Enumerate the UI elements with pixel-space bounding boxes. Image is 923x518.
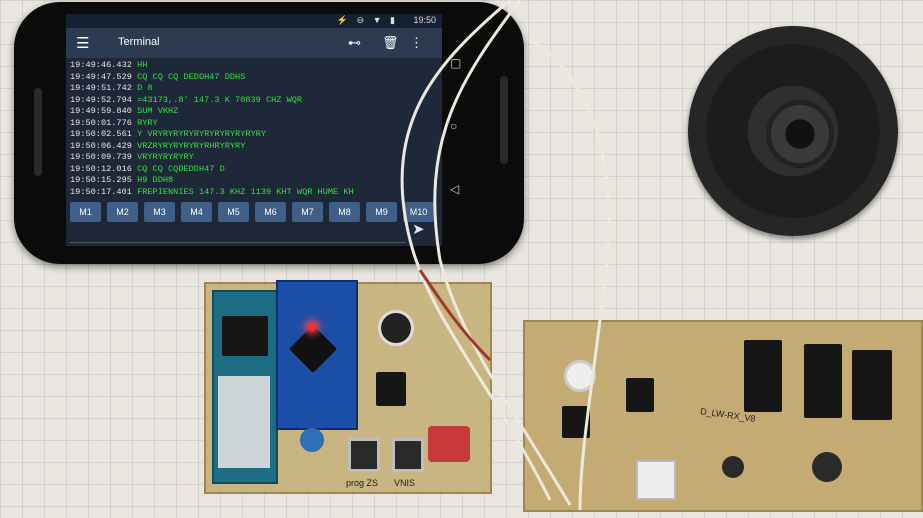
terminal-log: 19:49:46.432 HH 19:49:47.529 CQ CQ CQ DE…	[70, 60, 430, 198]
send-icon[interactable]: ➤	[412, 221, 425, 238]
back-icon[interactable]: ◁	[450, 182, 460, 196]
speaker-grille-left	[34, 88, 42, 176]
macro-key-m6[interactable]: M6	[255, 202, 286, 222]
button-label-left: prog ZS	[346, 478, 379, 488]
bluetooth-module	[218, 376, 270, 468]
ic-chip	[804, 344, 842, 418]
status-time: 19:50	[413, 15, 436, 25]
log-line: 19:49:46.432 HH	[70, 60, 148, 70]
status-bar: ⚡ ⊖ ▼ ▮ 19:50	[66, 14, 442, 28]
app-bar: ☰ Terminal ⊷ 🗑 ⋮	[66, 28, 442, 58]
ic-chip	[744, 340, 782, 412]
log-line: 19:50:02.561 Y VRYRYRYRYRYRYRYRYRYRYRY	[70, 129, 266, 139]
terminal-block	[428, 426, 470, 462]
overview-icon[interactable]: ▢	[450, 56, 462, 70]
log-line: 19:49:47.529 CQ CQ CQ DEDDH47 DDHS	[70, 71, 246, 82]
cables	[400, 0, 611, 511]
app-title: Terminal	[118, 36, 160, 48]
push-button-left	[348, 438, 380, 472]
phone-screen: ⚡ ⊖ ▼ ▮ 19:50 ☰ Terminal ⊷ 🗑 ⋮ 19:49:46.…	[66, 14, 442, 246]
capacitor	[812, 452, 842, 482]
macro-key-m10[interactable]: M10	[403, 202, 434, 222]
ic-chip	[626, 378, 654, 412]
plug-icon[interactable]: ⊷	[348, 35, 361, 50]
smartphone: ⚡ ⊖ ▼ ▮ 19:50 ☰ Terminal ⊷ 🗑 ⋮ 19:49:46.…	[14, 2, 524, 264]
message-input[interactable]	[70, 228, 406, 243]
log-line: 19:50:15.295 H9 DDH8	[70, 175, 174, 185]
macro-key-m2[interactable]: M2	[107, 202, 138, 222]
capacitor	[722, 456, 744, 478]
menu-icon[interactable]: ☰	[76, 35, 90, 52]
macro-key-m7[interactable]: M7	[292, 202, 323, 222]
push-button-right	[392, 438, 424, 472]
macro-key-m5[interactable]: M5	[218, 202, 249, 222]
log-line: 19:49:59.840 SUM VKHZ	[70, 106, 179, 116]
log-line: 19:50:09.739 VRYRYRYRYRY	[70, 152, 194, 162]
log-line: 19:50:01.776 RYRY	[70, 117, 158, 128]
tuning-pot	[636, 460, 676, 500]
macro-key-m9[interactable]: M9	[366, 202, 397, 222]
macro-key-m4[interactable]: M4	[181, 202, 212, 222]
macro-key-m3[interactable]: M3	[144, 202, 175, 222]
home-icon[interactable]: ○	[450, 119, 458, 133]
macro-key-m1[interactable]: M1	[70, 202, 101, 222]
power-led	[308, 323, 316, 331]
trimmer-pot	[378, 310, 414, 346]
capacitor	[300, 428, 324, 452]
ic-chip	[852, 350, 892, 420]
status-icons: ⚡ ⊖ ▼ ▮	[336, 15, 398, 25]
more-icon[interactable]: ⋮	[410, 35, 423, 50]
speaker-magnet	[766, 100, 834, 168]
log-line: 19:49:52.794 =43173,.8' 147.3 K 70839 CH…	[70, 94, 303, 105]
log-line: 19:50:12.016 CQ CQ CQDEDDH47 D	[70, 163, 225, 174]
macro-key-m8[interactable]: M8	[329, 202, 360, 222]
trash-icon[interactable]: 🗑	[382, 35, 399, 50]
speaker-grille-right	[500, 76, 508, 164]
ic-chip	[376, 372, 406, 406]
header-connector	[222, 316, 268, 356]
log-line: 19:50:17.401 FREPIENNIES 147.3 KHZ 1139 …	[70, 186, 354, 197]
button-label-right: VNIS	[394, 478, 416, 488]
log-line: 19:50:06.429 VRZRYRYRYRYRYRHRYRYRY	[70, 140, 246, 151]
log-line: 19:49:51.742 D 8	[70, 83, 153, 93]
